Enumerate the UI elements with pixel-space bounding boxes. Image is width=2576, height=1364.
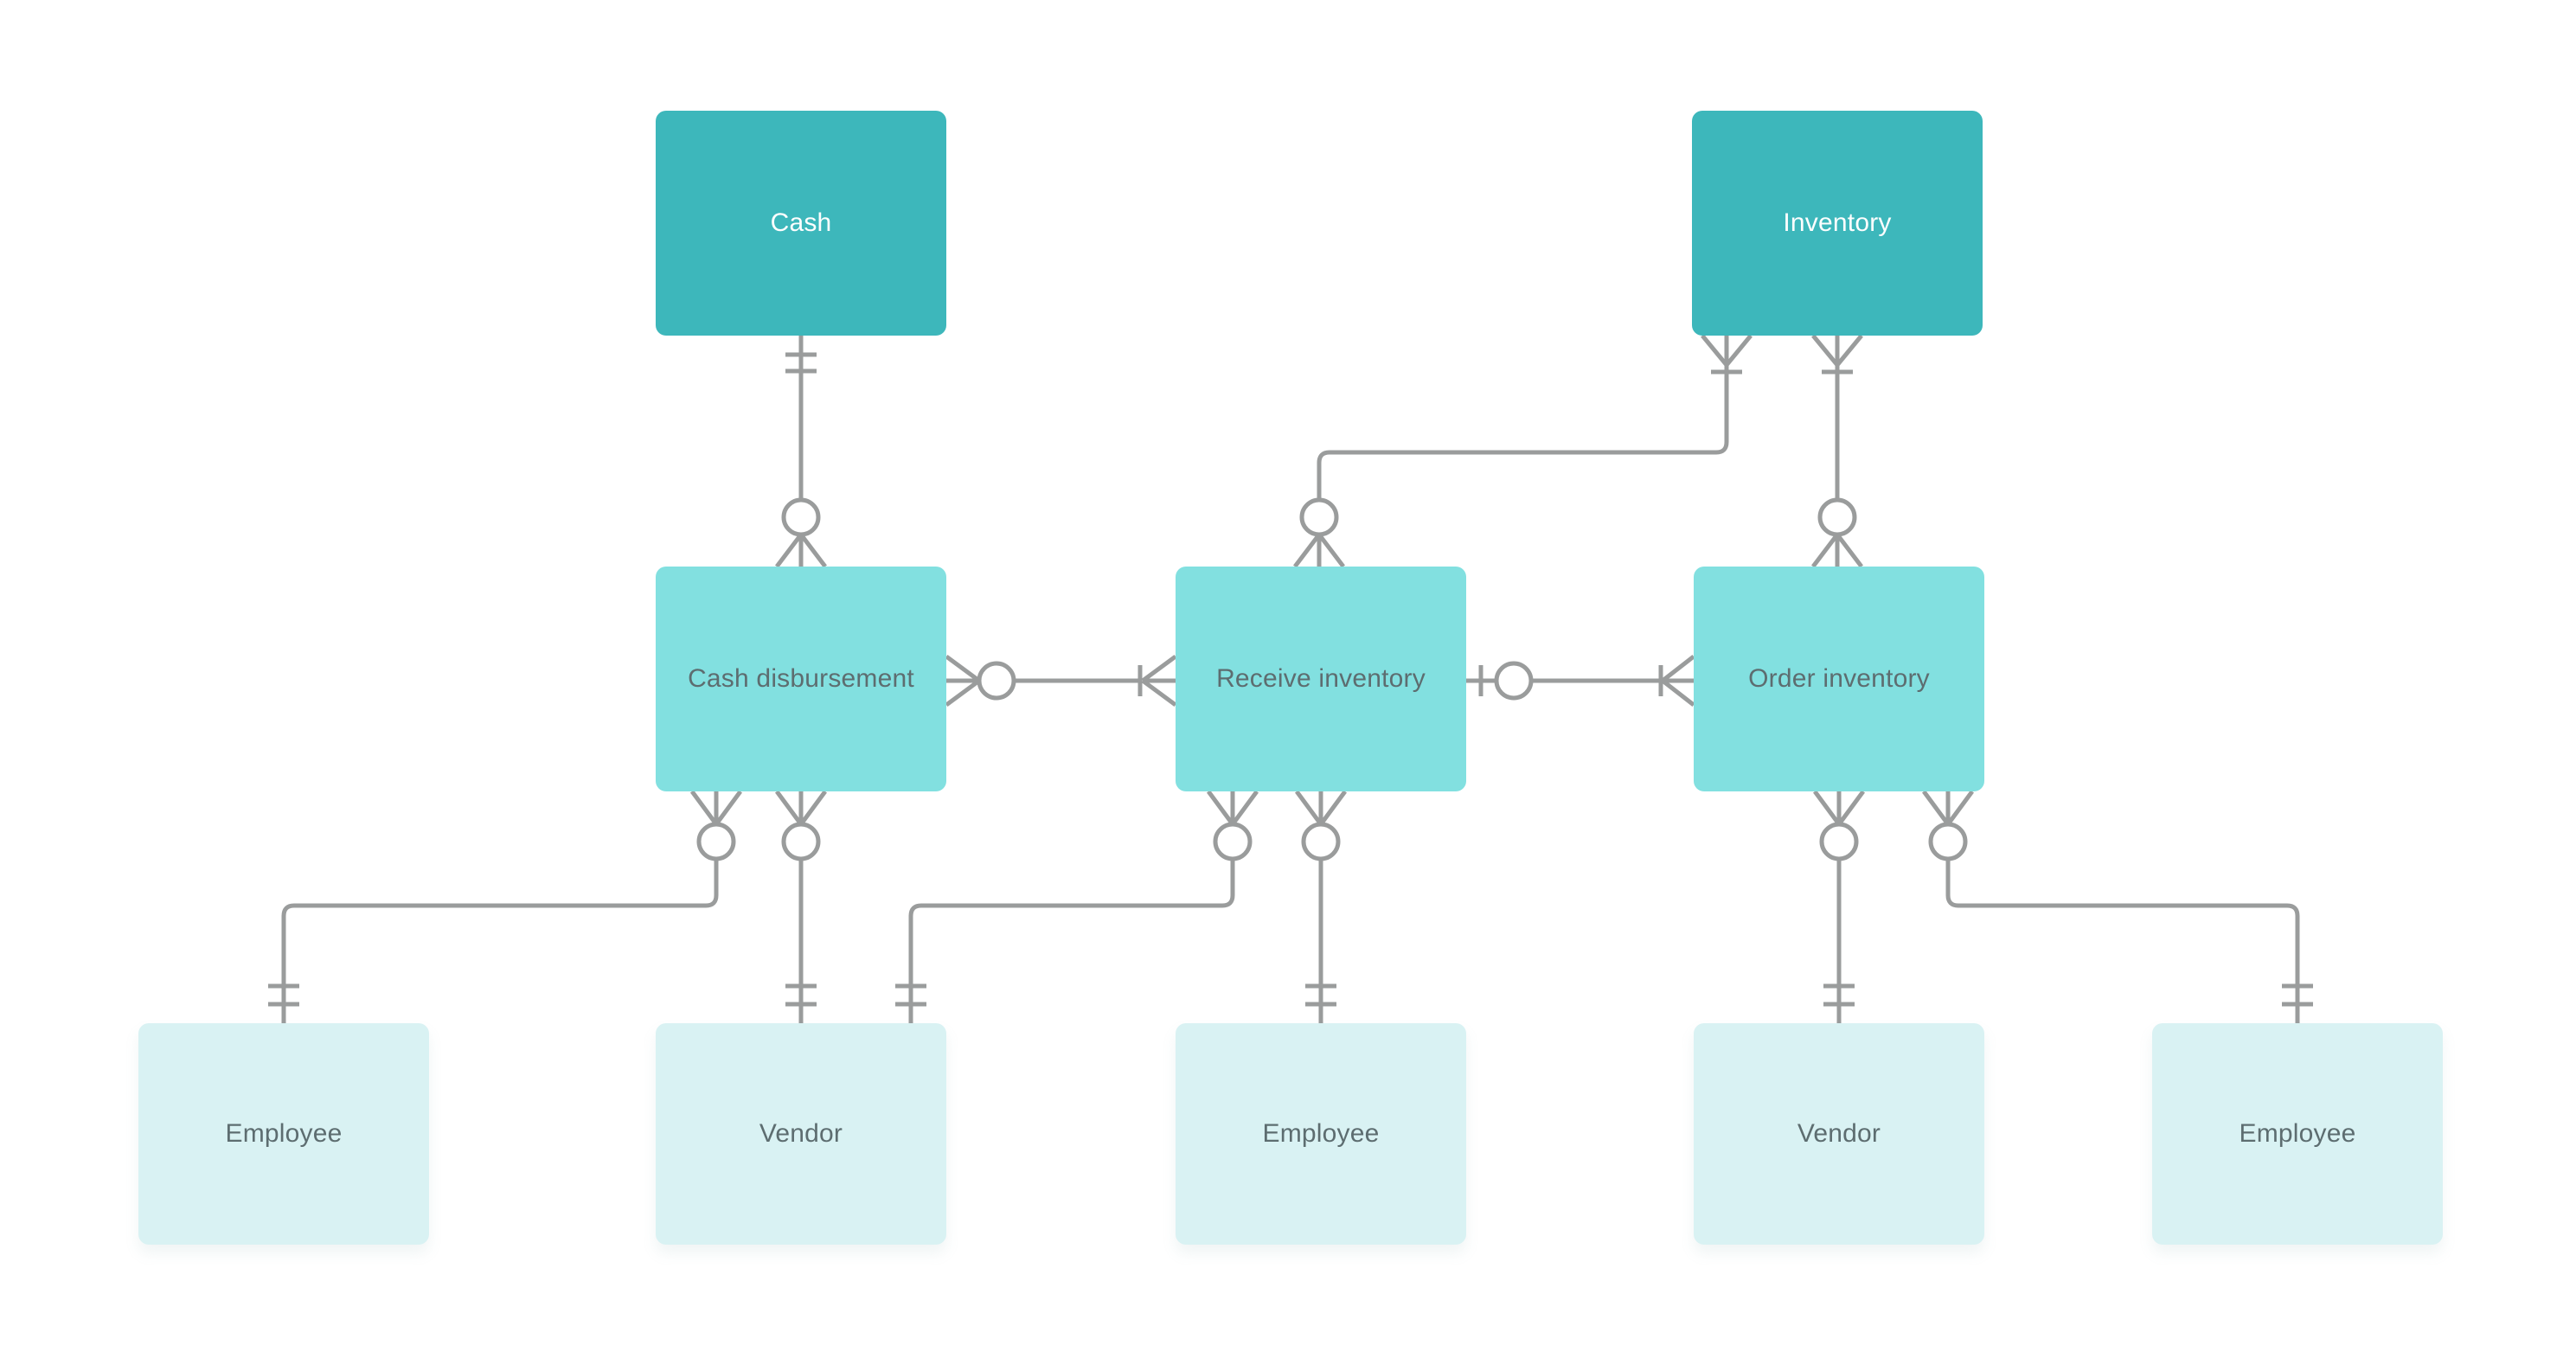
node-label: Cash disbursement <box>688 664 914 693</box>
connector-inventory-receive-inventory[interactable] <box>1293 334 1753 568</box>
crows-foot-marker[interactable] <box>1141 654 1177 708</box>
crows-foot-marker[interactable] <box>775 533 827 568</box>
node-label: Vendor <box>759 1119 843 1148</box>
node-cash-disbursement[interactable]: Cash disbursement <box>656 567 946 791</box>
connector-line[interactable] <box>1317 365 1729 500</box>
crows-foot-marker[interactable] <box>1206 790 1259 826</box>
crows-foot-marker[interactable] <box>1812 790 1866 826</box>
connector-receive-inventory-employee-2[interactable] <box>1294 790 1348 1023</box>
node-label: Inventory <box>1783 208 1892 237</box>
crows-foot-marker[interactable] <box>774 790 828 826</box>
node-label: Employee <box>225 1119 343 1148</box>
zero-marker[interactable] <box>696 822 736 861</box>
zero-marker[interactable] <box>977 661 1016 701</box>
zero-marker[interactable] <box>781 822 821 861</box>
node-label: Order inventory <box>1748 664 1930 693</box>
zero-marker[interactable] <box>1819 822 1859 861</box>
connector-cash-cash-disbursement[interactable] <box>775 336 827 568</box>
crows-foot-marker[interactable] <box>1293 533 1345 568</box>
node-vendor-1[interactable]: Vendor <box>656 1023 946 1245</box>
node-label: Employee <box>2239 1119 2356 1148</box>
connector-order-inventory-vendor-2[interactable] <box>1812 790 1866 1023</box>
zero-marker[interactable] <box>1301 822 1341 861</box>
node-cash[interactable]: Cash <box>656 111 946 336</box>
connector-line[interactable] <box>1945 859 2300 1023</box>
connector-inventory-order-inventory[interactable] <box>1811 334 1863 568</box>
connector-cash-disbursement-employee-1[interactable] <box>268 790 743 1023</box>
one-and-only-one-marker[interactable] <box>785 983 817 1007</box>
zero-marker[interactable] <box>1817 497 1857 537</box>
node-inventory[interactable]: Inventory <box>1692 111 1983 336</box>
connector-order-inventory-employee-3[interactable] <box>1921 790 2313 1023</box>
connector-receive-inventory-vendor-1[interactable] <box>895 790 1259 1023</box>
one-and-only-one-marker[interactable] <box>895 983 926 1007</box>
connector-cash-disbursement-receive-inventory[interactable] <box>945 654 1177 708</box>
crows-foot-marker[interactable] <box>1294 790 1348 826</box>
one-and-only-one-marker[interactable] <box>785 352 817 374</box>
node-employee-2[interactable]: Employee <box>1176 1023 1466 1245</box>
node-order-inventory[interactable]: Order inventory <box>1694 567 1984 791</box>
one-and-only-one-marker[interactable] <box>1305 983 1336 1007</box>
crows-foot-marker[interactable] <box>1811 334 1863 367</box>
zero-marker[interactable] <box>1299 497 1339 537</box>
zero-marker[interactable] <box>1494 661 1534 701</box>
node-vendor-2[interactable]: Vendor <box>1694 1023 1984 1245</box>
node-label: Employee <box>1262 1119 1380 1148</box>
connector-line[interactable] <box>908 859 1235 1023</box>
node-employee-1[interactable]: Employee <box>138 1023 429 1245</box>
node-label: Cash <box>770 208 832 237</box>
one-and-only-one-marker[interactable] <box>1823 983 1855 1007</box>
one-and-only-one-marker[interactable] <box>268 983 299 1007</box>
node-label: Receive inventory <box>1216 664 1426 693</box>
crows-foot-marker[interactable] <box>1921 790 1975 826</box>
node-receive-inventory[interactable]: Receive inventory <box>1176 567 1466 791</box>
crows-foot-marker[interactable] <box>1661 655 1695 707</box>
one-and-only-one-marker[interactable] <box>2282 983 2313 1007</box>
node-label: Vendor <box>1797 1119 1881 1148</box>
crows-foot-marker[interactable] <box>689 790 743 826</box>
crows-foot-marker[interactable] <box>945 654 981 708</box>
crows-foot-marker[interactable] <box>1811 533 1863 568</box>
node-employee-3[interactable]: Employee <box>2152 1023 2443 1245</box>
zero-marker[interactable] <box>781 497 821 537</box>
zero-marker[interactable] <box>1213 822 1253 861</box>
connector-receive-inventory-order-inventory[interactable] <box>1466 655 1695 707</box>
connector-line[interactable] <box>281 859 719 1023</box>
crows-foot-marker[interactable] <box>1701 334 1753 367</box>
zero-marker[interactable] <box>1928 822 1968 861</box>
connector-cash-disbursement-vendor-1[interactable] <box>774 790 828 1023</box>
